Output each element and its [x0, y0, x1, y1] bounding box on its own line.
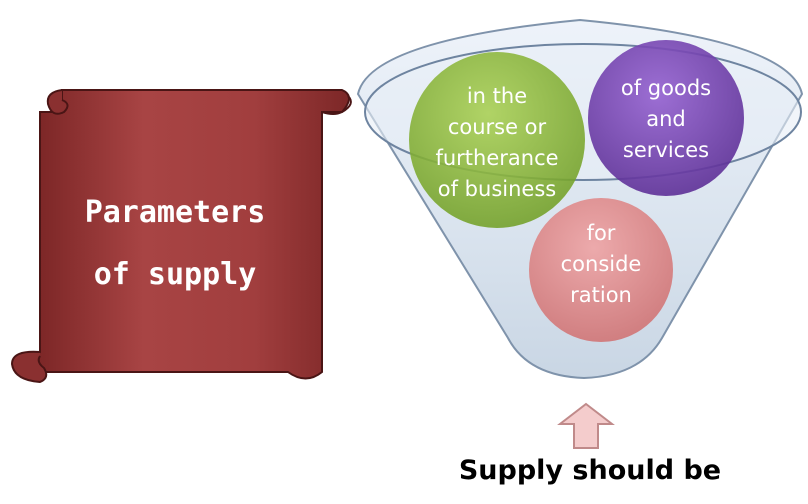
consideration-line-2: conside [561, 252, 642, 276]
circle-consideration: for conside ration [529, 198, 673, 342]
scroll-body [32, 89, 350, 380]
business-line-2: course or [448, 115, 547, 139]
circle-business: in the course or furtherance of business [409, 52, 585, 228]
scroll-title-line-1: Parameters [85, 195, 266, 230]
circle-business-shape [409, 52, 585, 228]
scroll-bottom-curl [10, 350, 48, 384]
business-line-4: of business [438, 177, 556, 201]
parameters-scroll: Parameters of supply [10, 89, 352, 384]
business-line-3: furtherance [435, 146, 558, 170]
circle-consideration-shape [529, 198, 673, 342]
business-line-1: in the [467, 84, 527, 108]
consideration-line-1: for [587, 221, 616, 245]
goods-line-3: services [623, 138, 709, 162]
goods-line-2: and [646, 107, 686, 131]
scroll-top-curl [46, 89, 69, 115]
scroll-right-curl [321, 95, 352, 115]
up-arrow-icon [557, 402, 615, 449]
scroll-title-line-2: of supply [94, 257, 257, 292]
goods-line-1: of goods [621, 76, 711, 100]
supply-caption: Supply should be [458, 455, 722, 486]
circle-goods-shape [588, 40, 744, 196]
consideration-line-3: ration [570, 283, 632, 307]
circle-goods: of goods and services [588, 40, 744, 196]
